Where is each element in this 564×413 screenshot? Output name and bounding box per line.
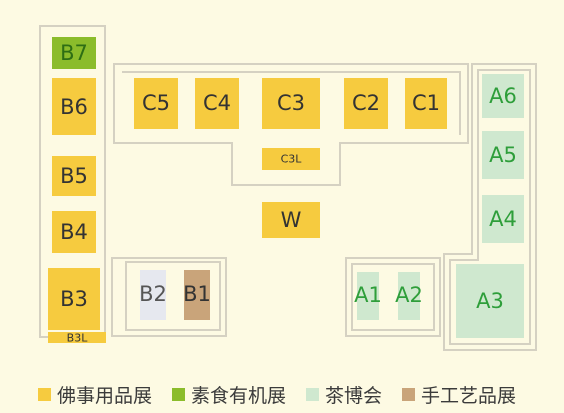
legend-swatch-buddhist [38, 387, 51, 401]
booth-W-label: W [281, 208, 302, 232]
booth-A1-label: A1 [354, 283, 382, 307]
booth-B6[interactable]: B6 [52, 78, 96, 135]
booth-B2-label: B2 [139, 282, 167, 306]
booth-A2-label: A2 [395, 283, 423, 307]
booth-C5-rect [134, 78, 178, 129]
map-legend: 佛事用品展 素食有机展 茶博会 手工艺品展 [38, 381, 516, 408]
booth-B5[interactable]: B5 [52, 156, 96, 196]
booth-C2[interactable]: C2 [344, 78, 388, 129]
booth-A1-rect [357, 272, 379, 320]
booth-C3L-label: C3L [281, 153, 303, 166]
booth-A2-rect [398, 272, 420, 320]
booth-B5-rect [52, 156, 96, 196]
legend-swatch-handicraft [402, 387, 416, 401]
a-room-outline [345, 257, 441, 337]
booth-A3-label: A3 [476, 289, 504, 313]
booth-C3-label: C3 [277, 91, 305, 115]
booth-B1-label: B1 [183, 282, 211, 306]
booth-B5-label: B5 [60, 164, 88, 188]
booth-B2[interactable]: B2 [139, 270, 167, 320]
booth-B7-label: B7 [60, 41, 88, 65]
booth-A3-rect [456, 264, 524, 338]
booth-B3L-label: B3L [67, 332, 89, 345]
legend-item-handicraft: 手工艺品展 [402, 381, 516, 408]
east-hall-outline [443, 63, 537, 351]
booth-C4-rect [195, 78, 239, 129]
booth-C3[interactable]: C3 [262, 78, 320, 129]
legend-item-buddhist: 佛事用品展 [38, 381, 152, 408]
legend-item-vegetarian: 素食有机展 [172, 381, 286, 408]
legend-swatch-vegetarian [172, 387, 186, 401]
booth-B3-label: B3 [60, 287, 88, 311]
booth-A5-rect [482, 131, 524, 179]
booth-C2-label: C2 [352, 91, 380, 115]
booth-B6-label: B6 [60, 95, 88, 119]
booth-B4-rect [52, 211, 96, 253]
booth-C3-rect [262, 78, 320, 129]
booth-A4[interactable]: A4 [482, 195, 524, 243]
booth-C5-label: C5 [142, 91, 170, 115]
booth-C1-rect [405, 78, 447, 129]
booth-A4-label: A4 [489, 207, 517, 231]
floor-plan-map: B7 B6 B5 B4 B3 B3L B2 B1 C5 C4 C3 [39, 25, 537, 351]
legend-item-tea: 茶博会 [306, 381, 382, 408]
booth-C4[interactable]: C4 [195, 78, 239, 129]
booth-B7[interactable]: B7 [52, 37, 96, 69]
booth-B3L[interactable]: B3L [48, 332, 106, 345]
b-room-inner-outline [125, 261, 221, 331]
legend-label-handicraft: 手工艺品展 [421, 384, 517, 407]
booth-C4-label: C4 [203, 91, 231, 115]
booth-B2-rect [140, 270, 166, 320]
booth-A1[interactable]: A1 [354, 272, 382, 320]
booth-W-rect [262, 202, 320, 238]
booth-C1[interactable]: C1 [405, 78, 447, 129]
booth-C5[interactable]: C5 [134, 78, 178, 129]
booth-B7-rect [52, 37, 96, 69]
booth-A3[interactable]: A3 [456, 264, 524, 338]
booth-B4-label: B4 [60, 220, 88, 244]
booth-B3-rect [48, 268, 100, 330]
booth-A2[interactable]: A2 [395, 272, 423, 320]
booth-B6-rect [52, 78, 96, 135]
booth-A5-label: A5 [489, 143, 517, 167]
booth-B3[interactable]: B3 [48, 268, 100, 330]
legend-label-tea: 茶博会 [325, 384, 383, 407]
booth-C2-rect [344, 78, 388, 129]
booth-A6-rect [482, 74, 524, 118]
booth-B3L-rect [48, 332, 106, 343]
booth-A5[interactable]: A5 [482, 131, 524, 179]
booth-B1-rect [184, 270, 210, 320]
a-room-inner-outline [351, 263, 435, 331]
east-hall-inner-outline [449, 69, 531, 345]
booth-A6[interactable]: A6 [482, 74, 524, 118]
legend-label-buddhist: 佛事用品展 [57, 384, 153, 407]
booth-A6-label: A6 [489, 84, 517, 108]
hall-walls [39, 25, 537, 351]
b-room-outline [111, 257, 227, 337]
center-hall-outline [113, 63, 469, 186]
booth-C3L-rect [262, 148, 320, 170]
booth-B4[interactable]: B4 [52, 211, 96, 253]
booth-W[interactable]: W [262, 202, 320, 238]
legend-swatch-tea [306, 387, 320, 401]
booth-C1-label: C1 [412, 91, 440, 115]
booth-C3L[interactable]: C3L [262, 148, 320, 170]
center-hall-inner-outline [122, 71, 461, 135]
legend-label-vegetarian: 素食有机展 [191, 384, 287, 407]
booth-A4-rect [482, 195, 524, 243]
booth-B1[interactable]: B1 [183, 270, 211, 320]
